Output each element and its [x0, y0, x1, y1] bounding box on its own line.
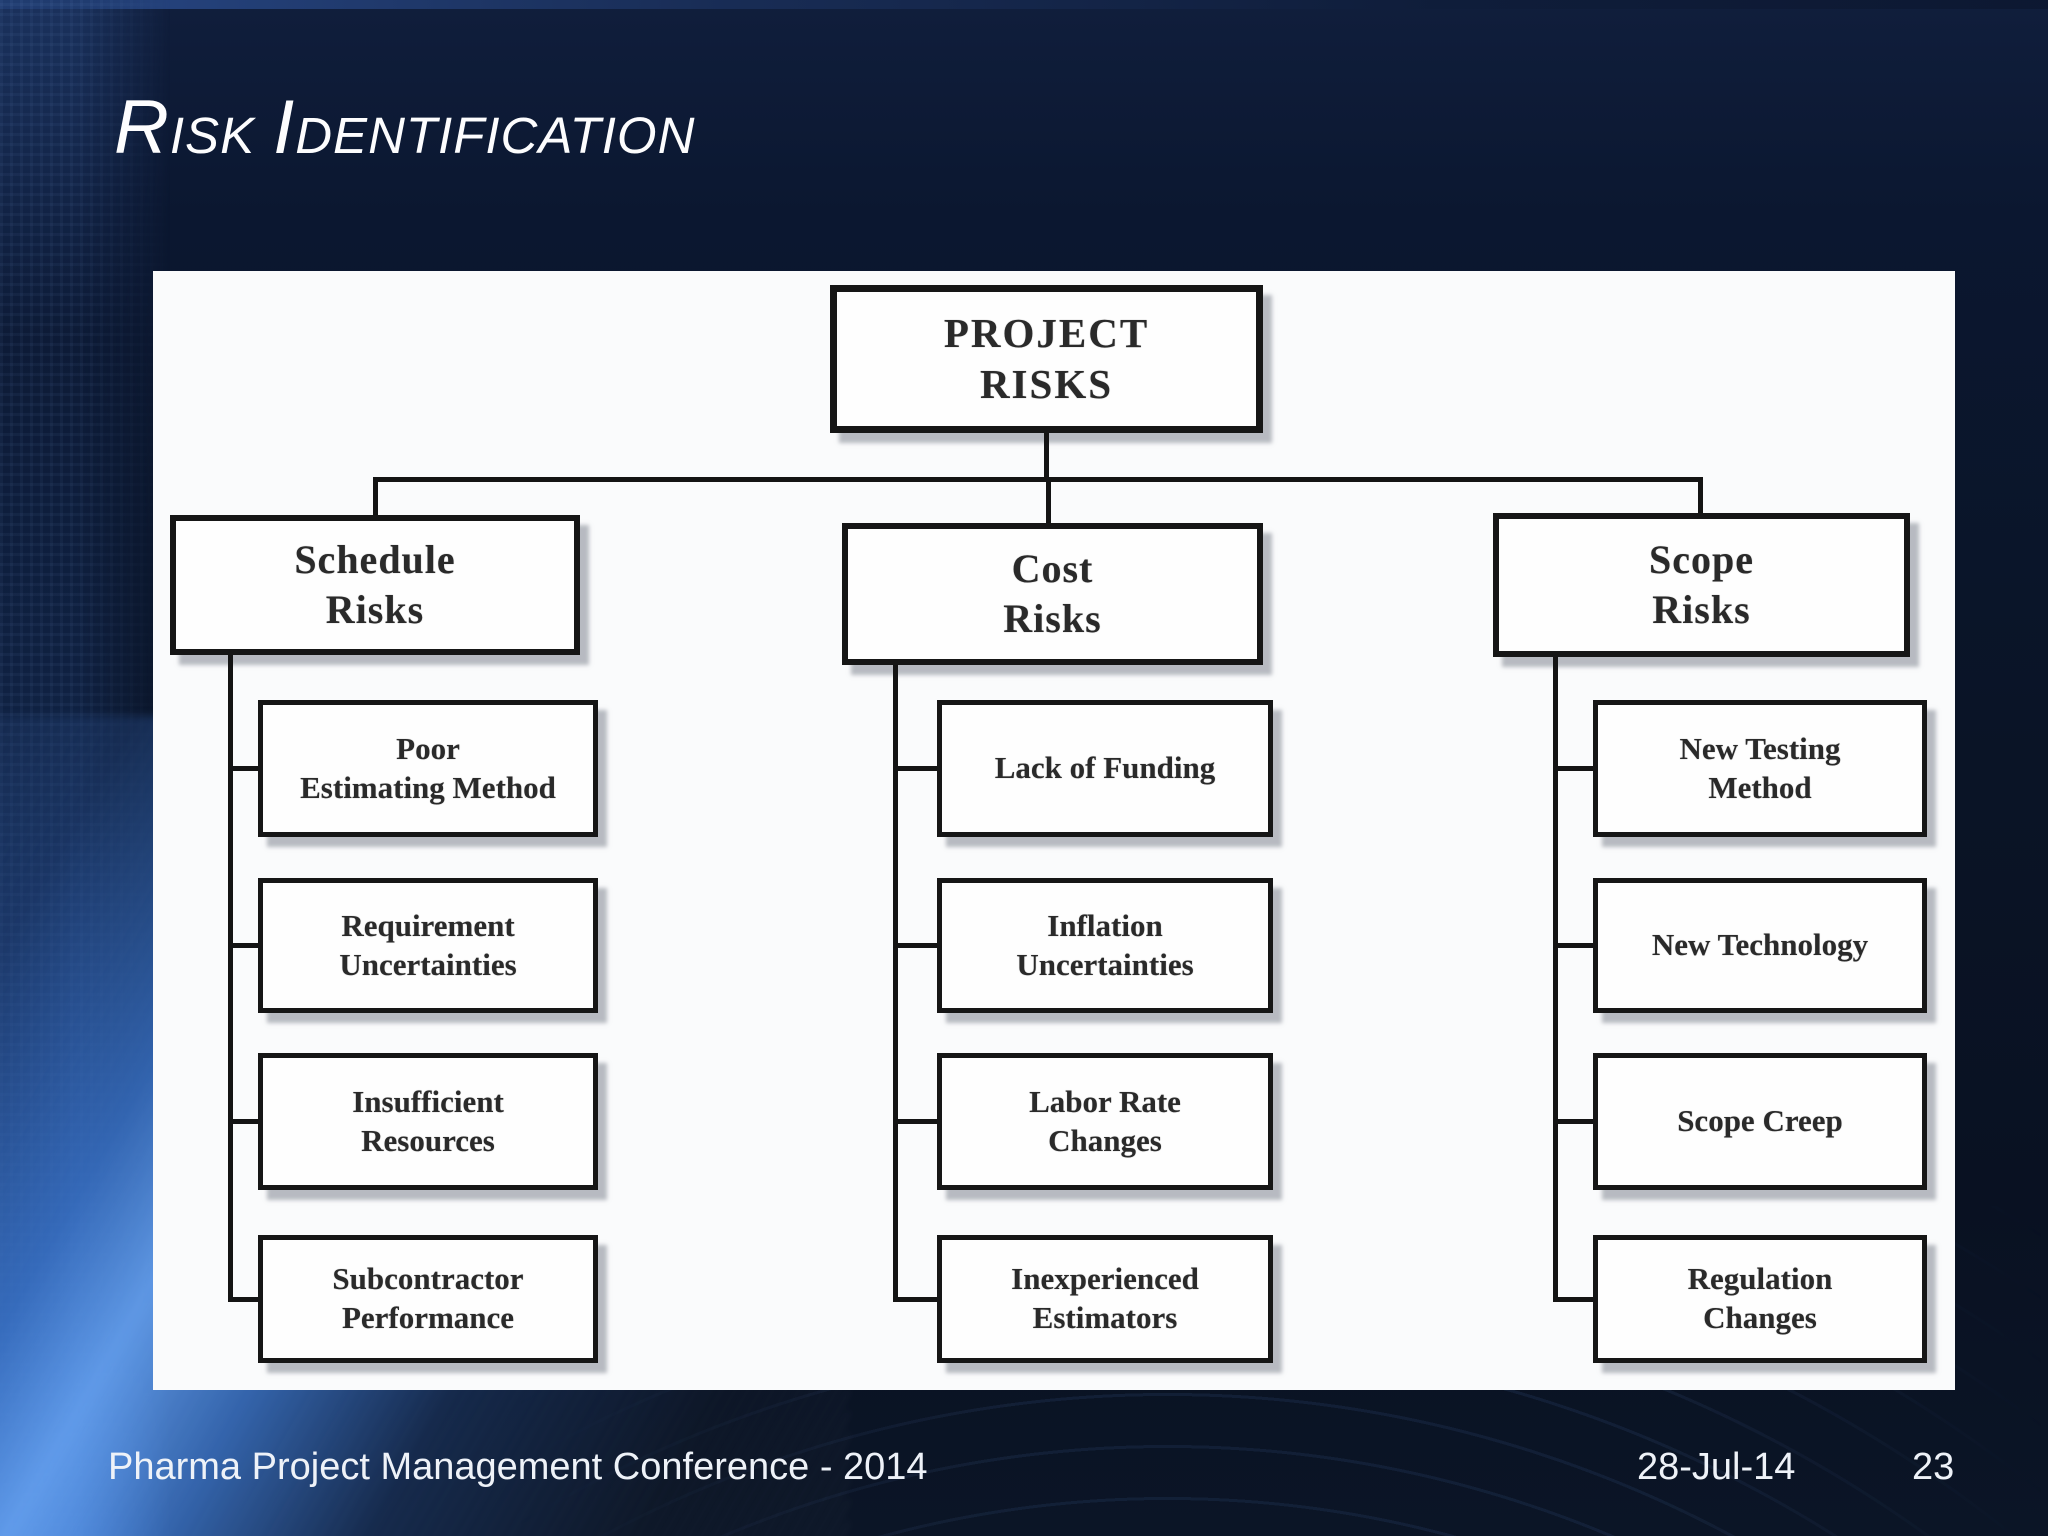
node-project-risks: PROJECT RISKS [830, 285, 1263, 433]
node-inexperienced-estimators: Inexperienced Estimators [937, 1235, 1273, 1363]
stub-scope-child-3 [1553, 1119, 1596, 1124]
node-poor-estimating-method: Poor Estimating Method [258, 700, 598, 837]
node-scope-risks: Scope Risks [1493, 513, 1910, 657]
node-requirement-uncertainties: Requirement Uncertainties [258, 878, 598, 1013]
diagram-panel: PROJECT RISKS Schedule Risks Cost Risks … [153, 271, 1955, 1390]
node-new-testing-method: New Testing Method [1593, 700, 1927, 837]
node-labor-rate-changes: Labor Rate Changes [937, 1053, 1273, 1190]
trunk-schedule-column [228, 655, 233, 1301]
node-schedule-risks-label: Schedule Risks [294, 537, 456, 632]
node-cost-risks-label: Cost Risks [1003, 546, 1102, 641]
stub-schedule-child-4 [228, 1297, 261, 1302]
node-inflation-uncertainties: Inflation Uncertainties [937, 878, 1273, 1013]
node-lack-of-funding: Lack of Funding [937, 700, 1273, 837]
stub-schedule-child-3 [228, 1119, 261, 1124]
node-insufficient-resources-label: Insufficient Resources [352, 1083, 504, 1158]
stub-cost-child-2 [893, 943, 940, 948]
footer-page-number: 23 [1912, 1446, 1955, 1488]
title-lead-2: I [273, 85, 296, 170]
node-scope-creep-label: Scope Creep [1677, 1103, 1843, 1139]
node-project-risks-label: PROJECT RISKS [943, 309, 1150, 407]
stub-cost-child-4 [893, 1297, 940, 1302]
node-regulation-changes: Regulation Changes [1593, 1235, 1927, 1363]
node-schedule-risks: Schedule Risks [170, 515, 580, 655]
node-subcontractor-performance-label: Subcontractor Performance [332, 1261, 524, 1335]
node-poor-estimating-method-label: Poor Estimating Method [300, 730, 556, 805]
stub-scope-child-4 [1553, 1297, 1596, 1302]
node-requirement-uncertainties-label: Requirement Uncertainties [339, 907, 517, 982]
node-labor-rate-changes-label: Labor Rate Changes [1029, 1083, 1181, 1158]
title-rest-1: ISK [169, 107, 256, 164]
connector-stub-scope [1698, 477, 1703, 515]
node-regulation-changes-label: Regulation Changes [1687, 1261, 1833, 1335]
connector-distribution-horizontal [375, 477, 1702, 482]
stub-cost-child-1 [893, 766, 940, 771]
title-rest-2: DENTIFICATION [295, 107, 696, 164]
node-insufficient-resources: Insufficient Resources [258, 1053, 598, 1190]
page-title: RISK IDENTIFICATION [114, 88, 695, 168]
node-new-technology-label: New Technology [1651, 927, 1869, 963]
node-inexperienced-estimators-label: Inexperienced Estimators [1011, 1261, 1199, 1335]
connector-root-vertical [1044, 433, 1049, 479]
stub-scope-child-1 [1553, 766, 1596, 771]
connector-stub-schedule [373, 477, 378, 517]
footer-conference: Pharma Project Management Conference - 2… [108, 1446, 928, 1488]
node-lack-of-funding-label: Lack of Funding [994, 750, 1216, 786]
stub-schedule-child-2 [228, 943, 261, 948]
node-scope-risks-label: Scope Risks [1649, 537, 1754, 632]
connector-stub-cost [1046, 477, 1051, 525]
trunk-scope-column [1553, 657, 1558, 1301]
top-edge-glow-decoration [0, 0, 2048, 9]
node-new-technology: New Technology [1593, 878, 1927, 1013]
node-subcontractor-performance: Subcontractor Performance [258, 1235, 598, 1363]
stub-cost-child-3 [893, 1119, 940, 1124]
stub-schedule-child-1 [228, 766, 261, 771]
node-new-testing-method-label: New Testing Method [1679, 730, 1841, 805]
node-scope-creep: Scope Creep [1593, 1053, 1927, 1190]
title-lead-1: R [114, 85, 170, 170]
footer-date: 28-Jul-14 [1637, 1446, 1796, 1488]
node-inflation-uncertainties-label: Inflation Uncertainties [1016, 907, 1194, 982]
node-cost-risks: Cost Risks [842, 523, 1263, 665]
trunk-cost-column [893, 665, 898, 1301]
stub-scope-child-2 [1553, 943, 1596, 948]
